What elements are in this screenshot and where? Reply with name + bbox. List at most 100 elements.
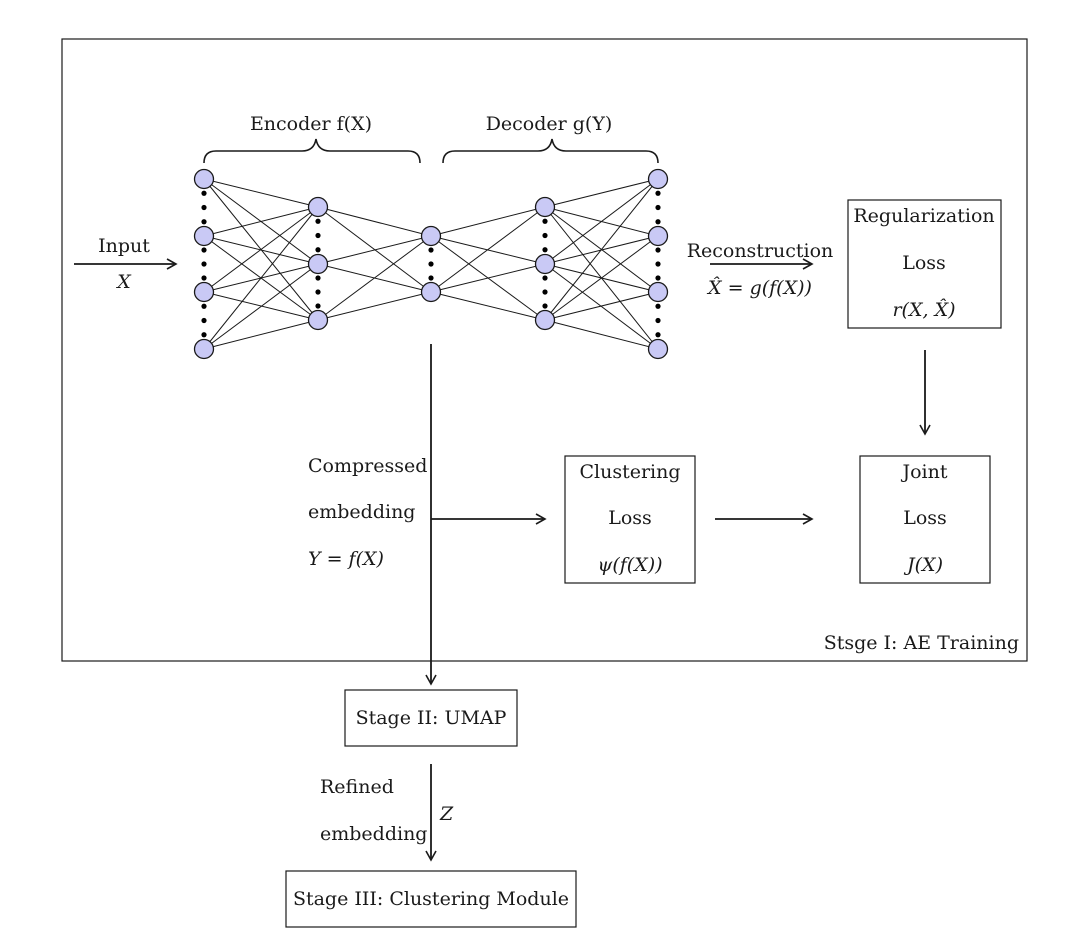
ellipsis-dot (542, 303, 548, 309)
ellipsis-dot (315, 247, 321, 253)
ellipsis-dot (315, 289, 321, 295)
network-edge (317, 235, 432, 321)
network-edge (430, 206, 546, 293)
regularization-line3: r(X, X̂) (892, 299, 955, 321)
neuron-node-layer-4 (534, 196, 556, 218)
refined-line1: Refined (320, 776, 394, 798)
ellipsis-dot (315, 232, 321, 239)
joint-line3: J(X) (903, 554, 943, 576)
embedding-line2: embedding (308, 501, 415, 523)
ellipsis-dot (428, 275, 434, 281)
ellipsis-dot (201, 332, 207, 338)
ellipsis-dot (201, 275, 207, 281)
network-edge (544, 178, 659, 321)
ellipsis-dot (201, 190, 207, 196)
neuron-node-layer-4 (534, 309, 556, 331)
ellipsis-dot (655, 317, 661, 324)
clustering-loss-box (564, 455, 696, 584)
ellipsis-dot (655, 332, 661, 338)
ellipsis-dot (655, 190, 661, 196)
clustering-line2: Loss (608, 507, 652, 529)
input-symbol: X (115, 271, 132, 293)
neuron-node-layer-3 (420, 225, 442, 247)
neuron-node-layer-1 (193, 225, 215, 247)
encoder-label: Encoder f(X) (250, 113, 372, 135)
network-edge (544, 178, 659, 265)
ellipsis-dot (542, 289, 548, 295)
regularization-line2: Loss (902, 252, 946, 274)
joint-loss-box (859, 455, 991, 584)
neuron-node-layer-5 (647, 338, 669, 360)
ellipsis-dot (542, 232, 548, 239)
ellipsis-dot (655, 261, 661, 267)
reconstruction-label: Reconstruction (687, 240, 834, 262)
clustering-line1: Clustering (579, 461, 680, 483)
network-edge (544, 291, 659, 321)
ellipsis-dot (542, 218, 548, 224)
network-edges (203, 178, 659, 350)
encoder-brace (203, 138, 421, 164)
network-edge (317, 291, 432, 321)
network-edge (430, 291, 546, 321)
neuron-node-layer-5 (647, 225, 669, 247)
refined-line2: embedding (320, 823, 427, 845)
ellipsis-dot (315, 275, 321, 281)
clustering-line3: ψ(f(X)) (597, 554, 662, 576)
ellipsis-dot (315, 303, 321, 309)
reconstruction-formula: X̂ = g(f(X)) (706, 277, 812, 299)
neuron-node-layer-1 (193, 338, 215, 360)
network-edge (317, 235, 432, 265)
regularization-loss-box (847, 199, 1002, 329)
stage2-label: Stage II: UMAP (356, 707, 507, 729)
network-edge (203, 206, 319, 293)
decoder-label: Decoder g(Y) (486, 113, 613, 135)
neuron-node-layer-3 (420, 281, 442, 303)
stage3-label: Stage III: Clustering Module (293, 888, 569, 910)
ellipsis-dot (655, 204, 661, 211)
ellipsis-dot (655, 219, 661, 225)
input-label: Input (98, 235, 150, 257)
ellipsis-dot (428, 247, 434, 253)
network-edge (203, 178, 319, 208)
ellipsis-dot (428, 261, 434, 267)
ellipsis-dot (201, 247, 207, 253)
neuron-node-layer-2 (307, 196, 329, 218)
embedding-line3: Y = f(X) (308, 548, 384, 570)
neuron-node-layer-1 (193, 281, 215, 303)
stage1-frame (61, 38, 1028, 662)
neuron-node-layer-2 (307, 309, 329, 331)
ellipsis-dot (655, 247, 661, 253)
neuron-node-layer-1 (193, 168, 215, 190)
ellipsis-dot (315, 218, 321, 224)
neuron-node-layer-5 (647, 168, 669, 190)
stage2-box (344, 689, 518, 747)
ellipsis-dot (542, 247, 548, 253)
regularization-line1: Regularization (853, 205, 994, 227)
ellipsis-dot (201, 303, 207, 309)
neuron-node-layer-5 (647, 281, 669, 303)
refined-symbol: Z (439, 803, 454, 825)
ellipsis-dots (201, 190, 661, 338)
stage1-label: Stsge I: AE Training (824, 632, 1019, 654)
network-edge (544, 178, 659, 208)
joint-line1: Joint (900, 461, 947, 483)
ellipsis-dot (201, 204, 207, 211)
ellipsis-dot (201, 317, 207, 324)
neuron-node-layer-2 (307, 253, 329, 275)
network-edge (203, 263, 319, 350)
network-edge (203, 206, 319, 237)
neuron-node-layer-4 (534, 253, 556, 275)
network-edge (544, 235, 659, 321)
ellipsis-dot (201, 261, 207, 267)
embedding-line1: Compressed (308, 455, 427, 477)
ellipsis-dot (655, 275, 661, 281)
ellipsis-dot (542, 275, 548, 281)
network-edge (430, 263, 546, 293)
joint-line2: Loss (903, 507, 947, 529)
decoder-brace (442, 138, 659, 164)
ellipsis-dot (655, 303, 661, 309)
network-nodes (193, 168, 669, 360)
ellipsis-dot (201, 219, 207, 225)
network-edge (430, 206, 546, 237)
